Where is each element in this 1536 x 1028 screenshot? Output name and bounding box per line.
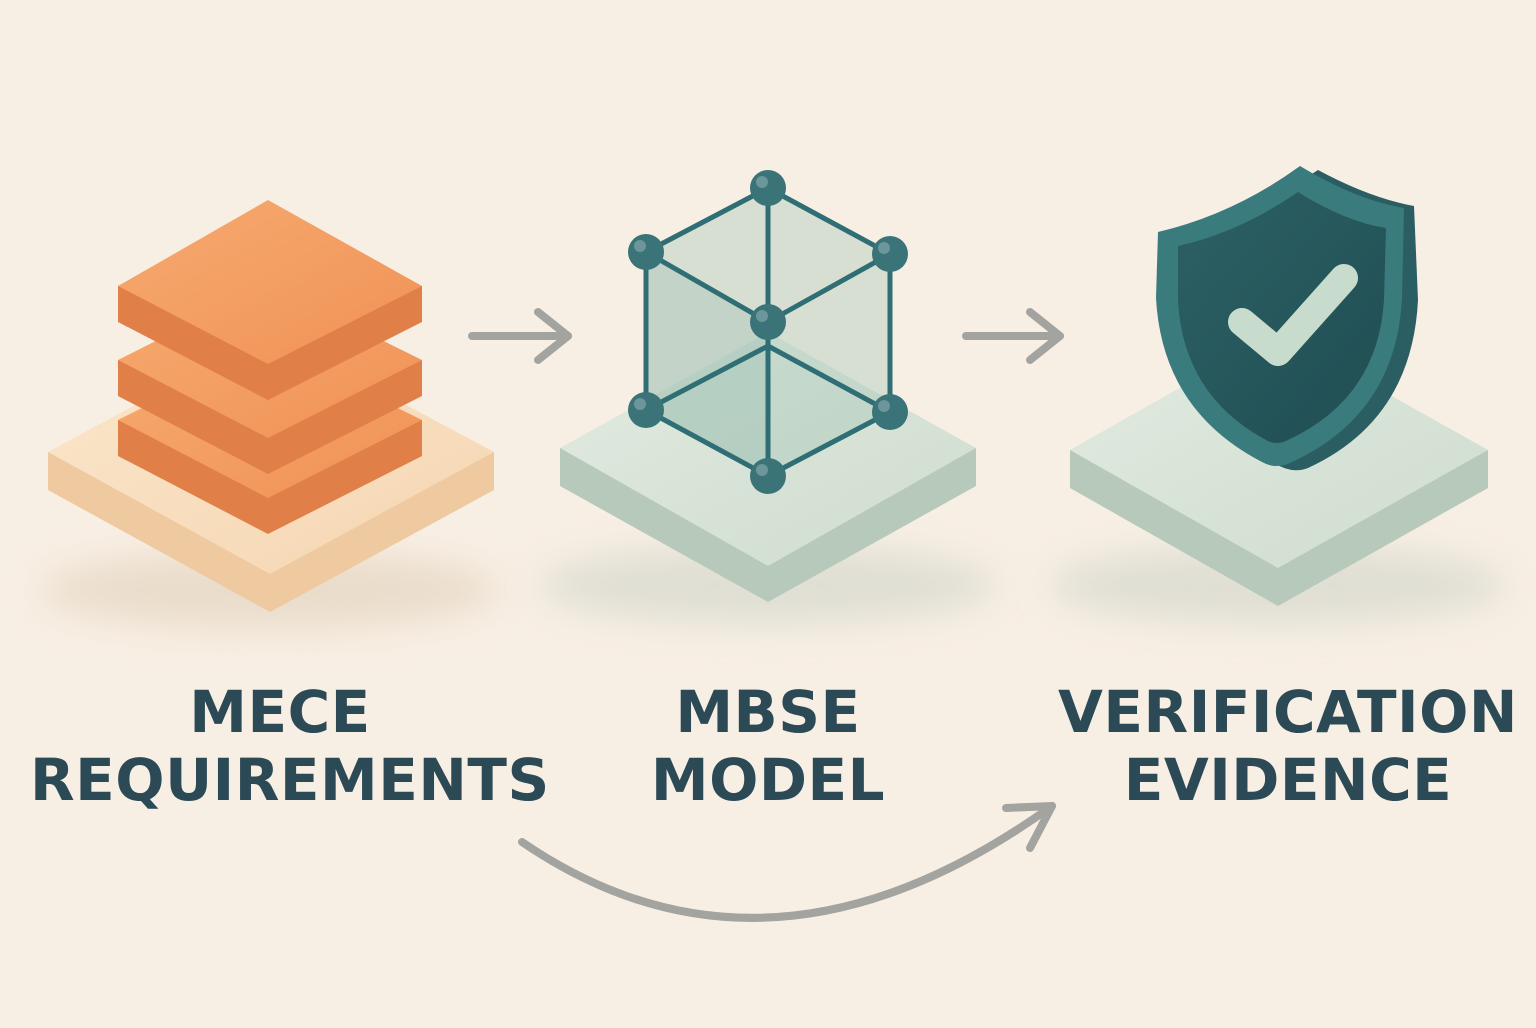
evidence-icon-group [1048, 166, 1508, 625]
model-icon-group [538, 170, 998, 625]
model-label-line-2: MODEL [650, 746, 886, 814]
requirements-label-line-2: REQUIREMENTS [30, 746, 550, 814]
model-label-line-1: MBSE [675, 678, 861, 746]
wireframe-cube-icon [628, 170, 908, 494]
arrow-requirements-to-model [468, 308, 572, 364]
evidence-label-line-2: EVIDENCE [1123, 746, 1453, 814]
model-label: MBSE MODEL [568, 678, 968, 814]
evidence-label: VERIFICATION EVIDENCE [1040, 678, 1536, 814]
curved-arrow-requirements-to-evidence [518, 802, 1056, 922]
requirements-label-line-1: MECE [189, 678, 371, 746]
shield-check-icon [1156, 166, 1418, 471]
layers-stack-icon [118, 200, 422, 534]
requirements-icon-group [40, 200, 500, 630]
requirements-label: MECE REQUIREMENTS [30, 678, 550, 814]
arrow-model-to-evidence [962, 308, 1064, 364]
evidence-label-line-1: VERIFICATION [1058, 678, 1518, 746]
